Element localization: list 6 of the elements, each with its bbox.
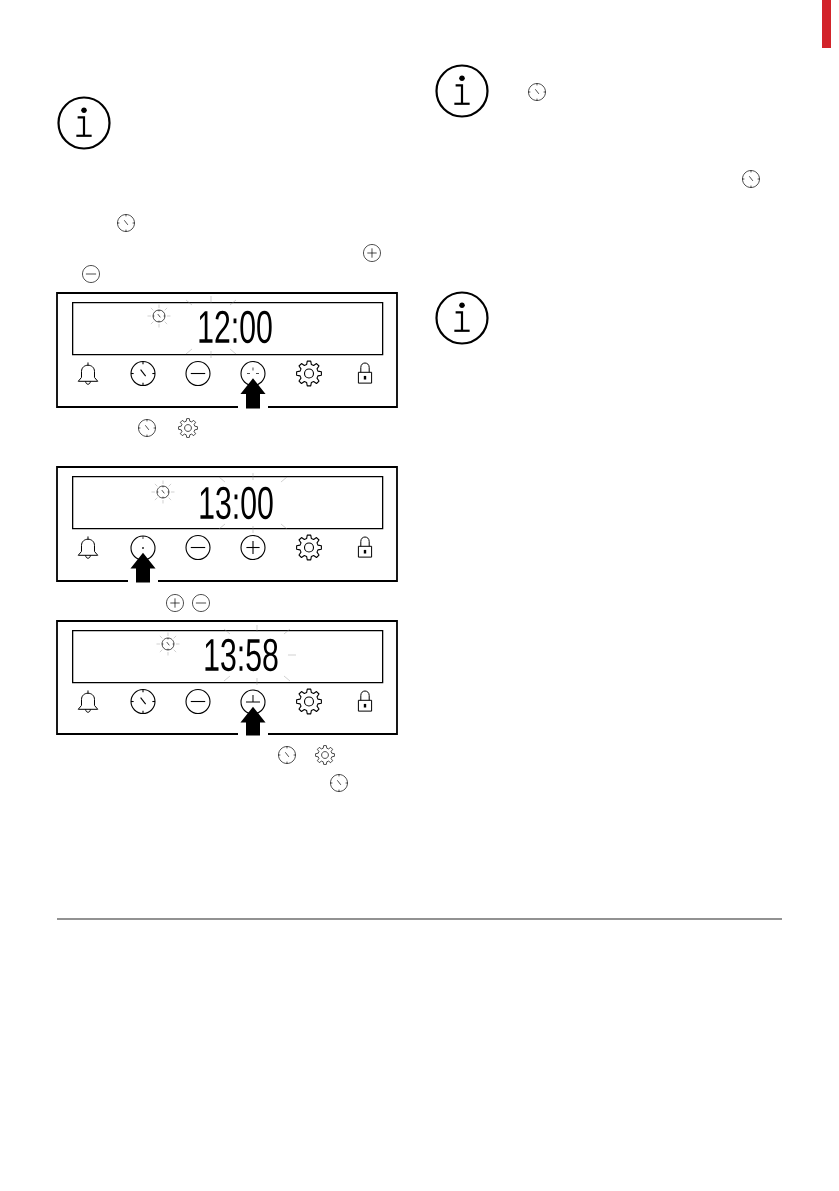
touch-button: [130, 535, 156, 561]
display-screen: 13:58: [72, 630, 384, 684]
touch-button: [240, 360, 266, 387]
display-screen: 12:00: [72, 302, 384, 356]
display-screen: 13:00: [72, 476, 384, 530]
touch-button: [240, 689, 266, 715]
